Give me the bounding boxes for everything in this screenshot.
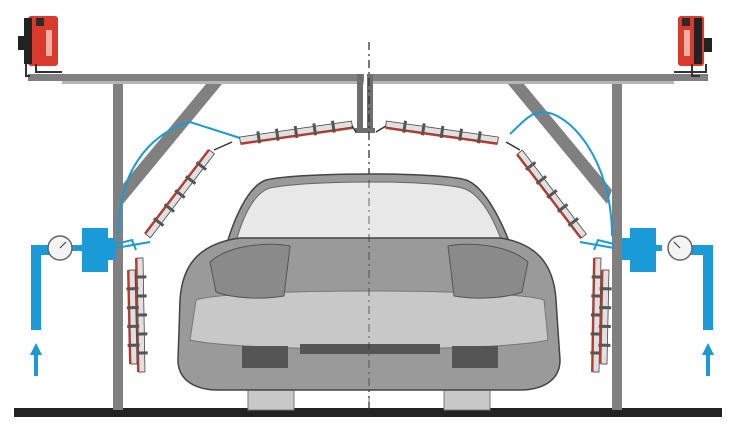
pump-box-left xyxy=(82,228,108,272)
nozzle-bar-diag-right xyxy=(516,149,587,240)
top-frame xyxy=(28,74,708,84)
brace-right xyxy=(508,84,612,204)
connector-hose xyxy=(505,141,521,151)
nozzle-bars xyxy=(126,120,612,373)
brace-left xyxy=(118,84,222,204)
nozzle-bar-top-left xyxy=(239,120,353,145)
dosing-unit-icon xyxy=(678,16,712,66)
connector-hose xyxy=(375,125,387,133)
dosing-unit-icon xyxy=(18,16,58,66)
connector-hose xyxy=(213,141,233,151)
nozzle-bar-inner-left xyxy=(126,269,140,365)
top-beam-left xyxy=(28,74,364,81)
ground-bar xyxy=(14,408,722,417)
nozzle-bar-top-right xyxy=(385,120,499,145)
hoses-right xyxy=(509,110,615,251)
car xyxy=(177,173,561,411)
pressure-gauge-icon xyxy=(667,235,693,261)
nozzle-bar-inner-right xyxy=(598,269,612,365)
hoses-left xyxy=(115,120,241,251)
pressure-gauge-icon xyxy=(47,235,73,261)
post-right xyxy=(612,84,622,410)
car-grille xyxy=(300,344,440,354)
car-headlight-left xyxy=(242,346,288,368)
center-pipes xyxy=(355,74,375,133)
top-beam-right xyxy=(372,74,708,81)
flow-arrow-up-icon xyxy=(702,343,714,376)
car-headlight-right xyxy=(452,346,498,368)
flow-arrow-up-icon xyxy=(30,343,42,376)
nozzle-bar-side-left xyxy=(134,257,148,373)
nozzle-bar-diag-left xyxy=(144,148,215,239)
connector-hose xyxy=(351,125,357,133)
pump-box-right xyxy=(630,228,656,272)
